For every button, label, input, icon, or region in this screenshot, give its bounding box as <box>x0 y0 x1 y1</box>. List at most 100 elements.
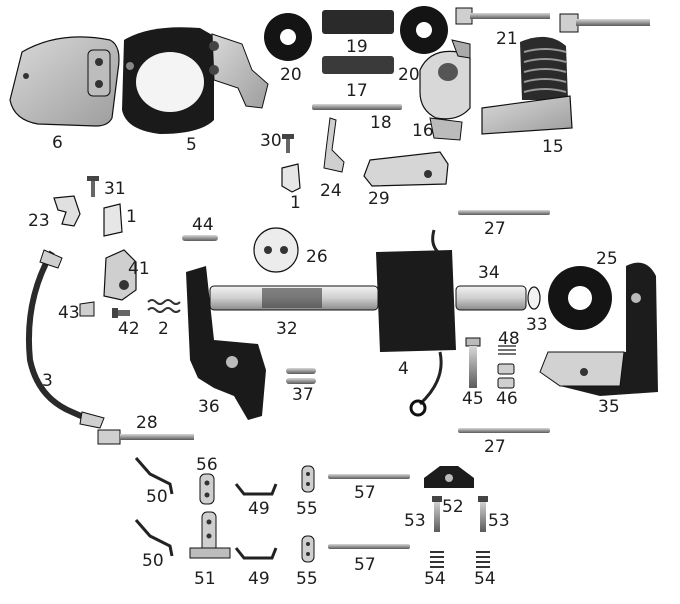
part-20-washer-left <box>264 13 312 61</box>
part-27-rod-lower <box>458 428 550 433</box>
part-30-screw <box>282 134 294 153</box>
label-50-upper: 50 <box>146 487 168 507</box>
part-5-frame-housing <box>122 27 269 135</box>
part-6-cover-plate <box>9 36 120 127</box>
label-34: 34 <box>478 263 500 283</box>
label-51: 51 <box>194 569 216 589</box>
label-1-upper: 1 <box>290 193 301 213</box>
label-17: 17 <box>346 81 368 101</box>
label-26: 26 <box>306 247 328 267</box>
part-55-plate-lower <box>301 535 315 563</box>
part-57-rod-lower <box>328 544 410 549</box>
part-53-contact-left <box>432 496 442 532</box>
part-16-cam-block <box>419 39 471 141</box>
label-57-upper: 57 <box>354 483 376 503</box>
part-50-spring-clip-upper <box>134 457 174 495</box>
part-18-rod <box>312 104 402 110</box>
part-37-pins <box>286 368 316 384</box>
label-30: 30 <box>260 131 282 151</box>
part-21-adjusting-screw <box>455 7 550 25</box>
label-55-upper: 55 <box>296 499 318 519</box>
label-2: 2 <box>158 319 169 339</box>
part-3-braided-lead <box>25 249 105 429</box>
label-18: 18 <box>370 113 392 133</box>
part-49-spring-clip-lower <box>234 547 278 560</box>
part-50-spring-clip-lower <box>134 519 174 557</box>
label-33: 33 <box>526 315 548 335</box>
part-43-nut <box>79 301 95 317</box>
part-57-rod-upper <box>328 474 410 479</box>
label-54-left: 54 <box>424 569 446 589</box>
part-28-terminal-rod <box>97 429 194 445</box>
part-42-screw <box>112 308 130 318</box>
label-21: 21 <box>496 29 518 49</box>
label-53-right: 53 <box>488 511 510 531</box>
part-1-bracket-lower <box>103 203 123 237</box>
part-2-spring <box>147 299 181 313</box>
part-27-rod-upper <box>458 210 550 215</box>
part-24-contact-arm <box>323 117 345 173</box>
label-28: 28 <box>136 413 158 433</box>
part-25-washer <box>548 266 612 330</box>
part-51-terminal-plate <box>189 511 231 559</box>
label-42: 42 <box>118 319 140 339</box>
part-36-pole-piece <box>186 266 266 420</box>
part-55-plate-upper <box>301 465 315 493</box>
part-53-contact-right <box>478 496 488 532</box>
part-41-arm <box>103 249 137 301</box>
part-35-end-bracket <box>539 262 658 396</box>
label-23: 23 <box>28 211 50 231</box>
label-52: 52 <box>442 497 464 517</box>
label-45: 45 <box>462 389 484 409</box>
label-41: 41 <box>128 259 150 279</box>
label-49-upper: 49 <box>248 499 270 519</box>
part-19-sleeve <box>322 10 394 34</box>
label-6: 6 <box>52 133 63 153</box>
part-32-armature-shaft <box>209 285 379 311</box>
label-1-lower: 1 <box>126 207 137 227</box>
label-46: 46 <box>496 389 518 409</box>
label-48: 48 <box>498 329 520 349</box>
label-20-right: 20 <box>398 65 420 85</box>
label-53-left: 53 <box>404 511 426 531</box>
part-labels: 6 5 20 19 20 21 17 18 16 15 30 1 24 29 3… <box>28 29 620 589</box>
part-54-spring-left <box>430 551 444 568</box>
part-44-pin <box>182 235 218 241</box>
part-29-contact-bracket <box>363 151 449 187</box>
part-23-clip <box>53 195 81 227</box>
label-27-upper: 27 <box>484 219 506 239</box>
label-24: 24 <box>320 181 342 201</box>
label-5: 5 <box>186 135 197 155</box>
part-56-plate <box>199 473 215 505</box>
label-31: 31 <box>104 179 126 199</box>
label-55-lower: 55 <box>296 569 318 589</box>
label-35: 35 <box>598 397 620 417</box>
label-20-left: 20 <box>280 65 302 85</box>
label-27-lower: 27 <box>484 437 506 457</box>
label-56: 56 <box>196 455 218 475</box>
label-54-right: 54 <box>474 569 496 589</box>
part-15-spring-assembly <box>481 13 650 135</box>
label-43: 43 <box>58 303 80 323</box>
label-3: 3 <box>42 371 53 391</box>
label-32: 32 <box>276 319 298 339</box>
label-15: 15 <box>542 137 564 157</box>
label-36: 36 <box>198 397 220 417</box>
label-16: 16 <box>412 121 434 141</box>
label-25: 25 <box>596 249 618 269</box>
label-19: 19 <box>346 37 368 57</box>
part-4-coil <box>376 229 456 417</box>
label-50-lower: 50 <box>142 551 164 571</box>
part-54-spring-right <box>476 551 490 568</box>
part-26-disc <box>253 227 299 273</box>
label-57-lower: 57 <box>354 555 376 575</box>
part-45-bolt <box>465 337 481 388</box>
label-37: 37 <box>292 385 314 405</box>
part-46-nuts <box>497 363 515 389</box>
label-29: 29 <box>368 189 390 209</box>
part-20-washer-right <box>400 6 448 54</box>
part-31-screw <box>87 176 99 197</box>
part-34-sleeve <box>455 285 527 311</box>
part-49-spring-clip-upper <box>234 483 278 496</box>
